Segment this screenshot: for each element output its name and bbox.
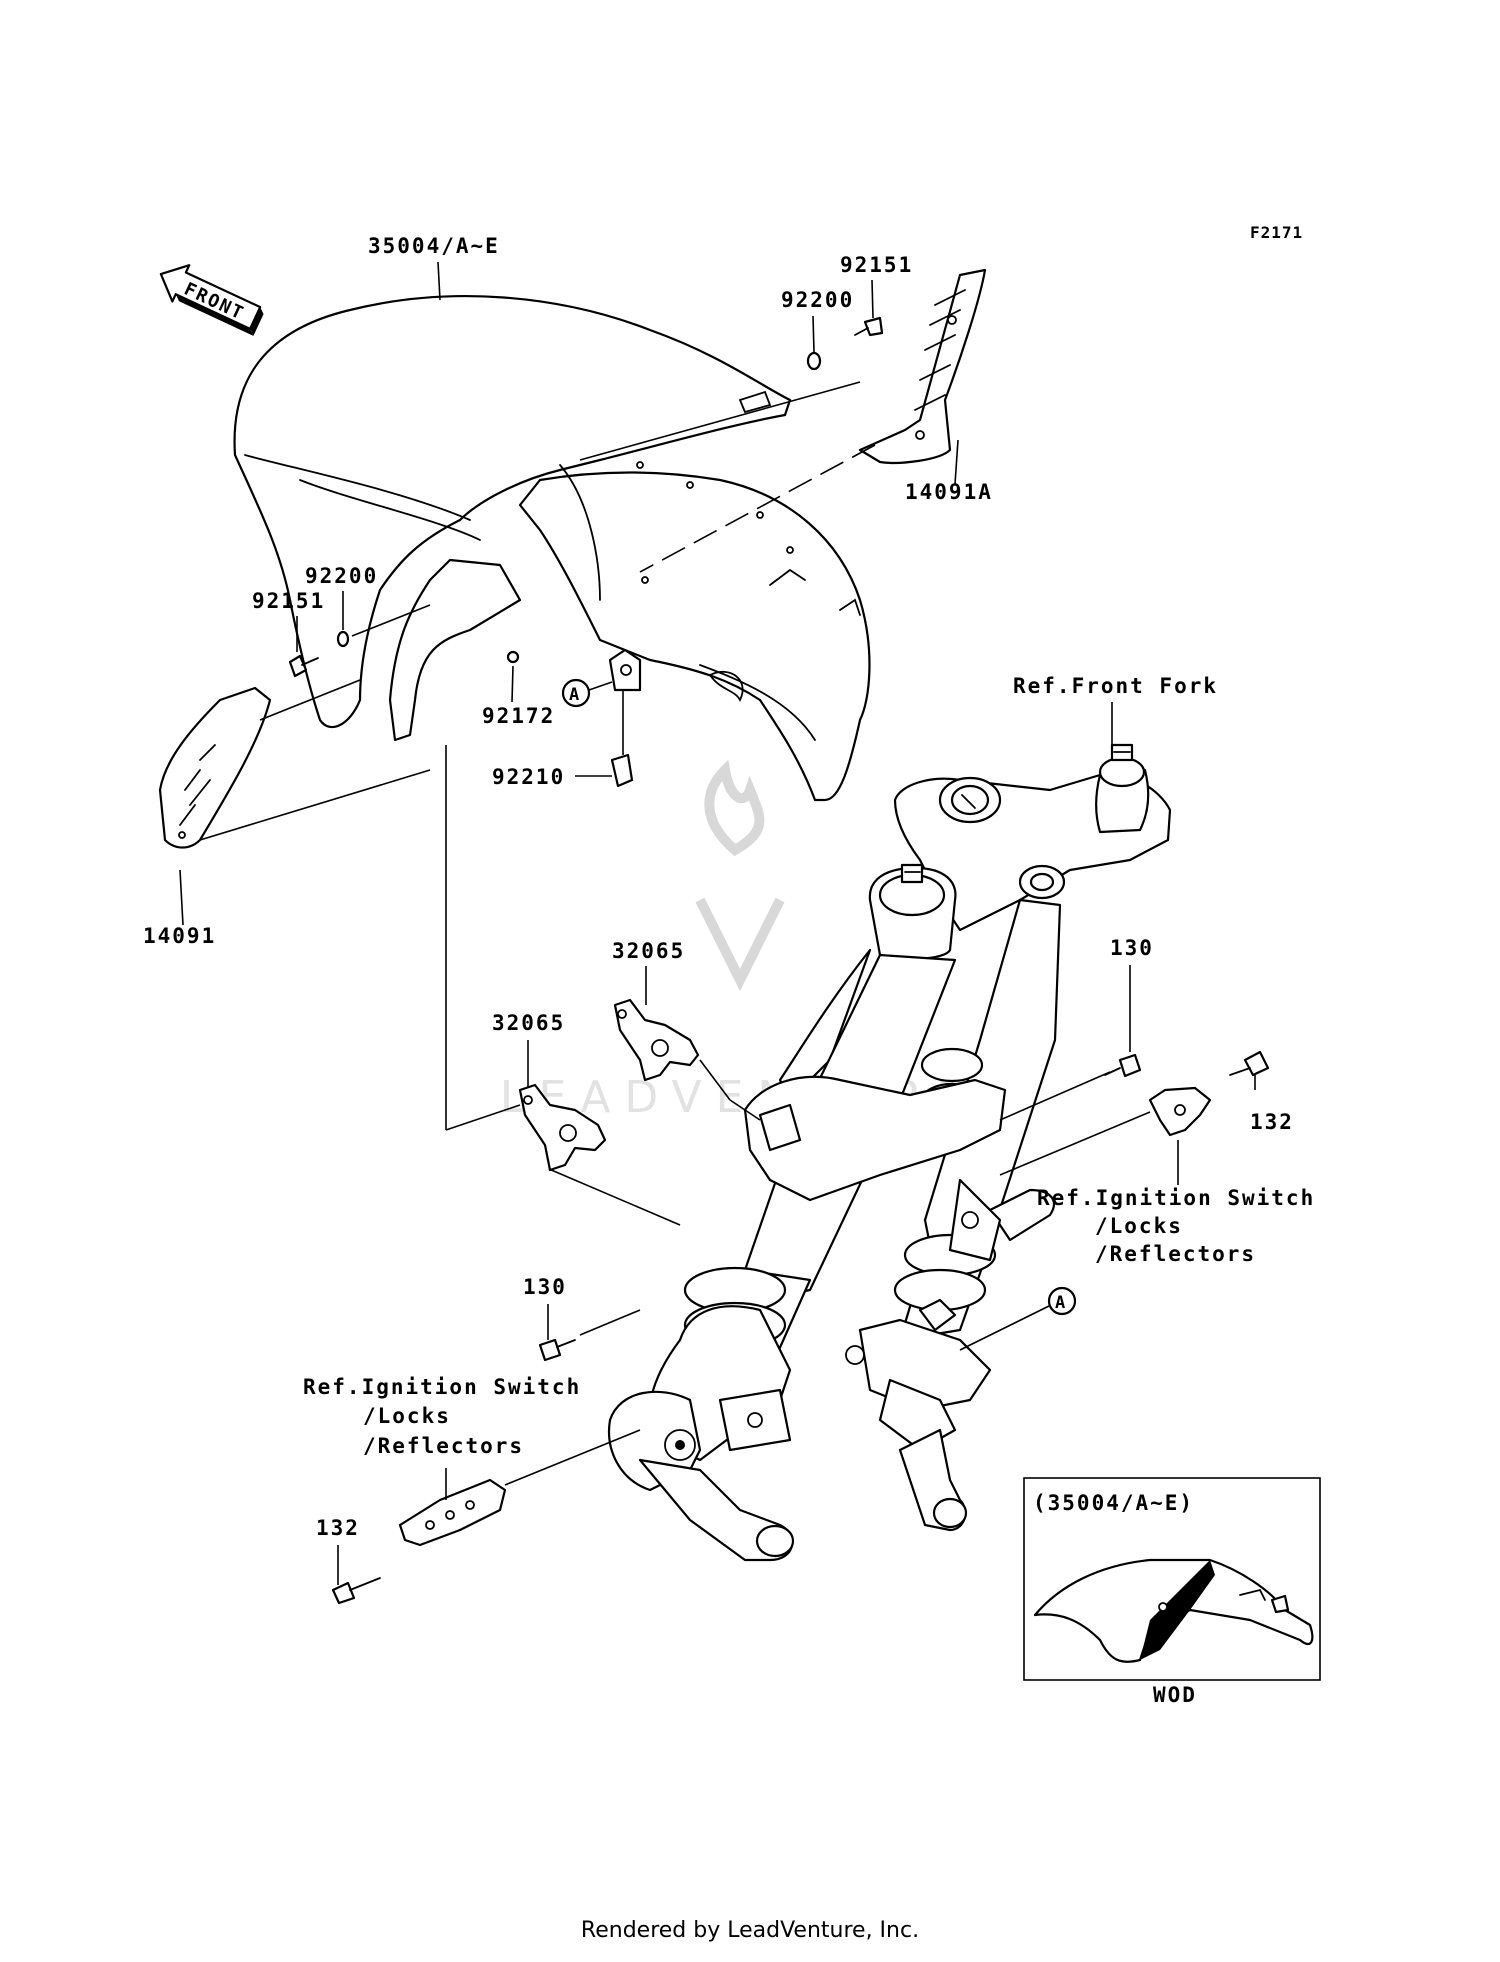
callout-35004: 35004/A~E [368, 234, 500, 258]
bolt-132-left [331, 1577, 381, 1605]
marker-a-lower: A [1047, 1286, 1077, 1316]
figure-code: F2171 [1250, 223, 1303, 242]
callout-130-left: 130 [523, 1275, 567, 1299]
ignition-bracket-left [398, 1478, 507, 1547]
ignition-bracket-right [1148, 1086, 1212, 1137]
ref-front-fork: Ref.Front Fork [1013, 674, 1218, 698]
callout-14091a: 14091A [905, 480, 993, 504]
clip-nut-92210 [610, 753, 634, 788]
bolt-92151-top [854, 316, 884, 337]
bolt-130-right [1104, 1053, 1142, 1078]
callout-32065-lower: 32065 [492, 1011, 565, 1035]
callout-14091: 14091 [143, 924, 216, 948]
callout-92151-top: 92151 [840, 253, 913, 277]
ref-ignition-left-2: /Locks [363, 1404, 451, 1428]
washer-92200-top [806, 351, 822, 371]
bolt-92151-left [288, 654, 319, 678]
svg-text:A: A [569, 685, 579, 705]
washer-92200-left [336, 630, 350, 648]
callout-92172: 92172 [482, 704, 555, 728]
bolt-130-left [538, 1338, 576, 1362]
marker-a-upper: A [561, 678, 591, 708]
callout-92210: 92210 [492, 765, 565, 789]
fender-cover-right [858, 268, 987, 464]
footer-credit: Rendered by LeadVenture, Inc. [580, 1918, 920, 1943]
ref-ignition-right-1: Ref.Ignition Switch [1037, 1186, 1315, 1210]
bracket-32065-upper [613, 998, 700, 1082]
inset-caption: WOD [1153, 1683, 1197, 1707]
screw-92172 [506, 650, 520, 664]
callout-92200-top: 92200 [781, 288, 854, 312]
front-arrow-icon: FRONT [159, 264, 264, 336]
front-fork-assembly [607, 743, 1172, 1562]
callout-92200-left: 92200 [305, 564, 378, 588]
bracket-32065-lower [518, 1083, 607, 1172]
fender-cover-left [158, 686, 272, 849]
callout-32065-upper: 32065 [612, 939, 685, 963]
ref-ignition-left-1: Ref.Ignition Switch [303, 1375, 581, 1399]
callout-132-right: 132 [1250, 1110, 1294, 1134]
ref-ignition-right-3: /Reflectors [1095, 1242, 1256, 1266]
callout-130-right: 130 [1110, 936, 1154, 960]
callout-132-left: 132 [316, 1516, 360, 1540]
bolt-132-right [1229, 1050, 1270, 1077]
front-fender [233, 295, 871, 802]
inset-title: (35004/A~E) [1033, 1491, 1194, 1515]
ref-ignition-left-3: /Reflectors [363, 1434, 524, 1458]
callout-92151-left: 92151 [252, 589, 325, 613]
inset-fender-variant: (35004/A~E) WOD [1023, 1477, 1321, 1707]
svg-text:A: A [1055, 1293, 1065, 1313]
ref-ignition-right-2: /Locks [1095, 1214, 1183, 1238]
